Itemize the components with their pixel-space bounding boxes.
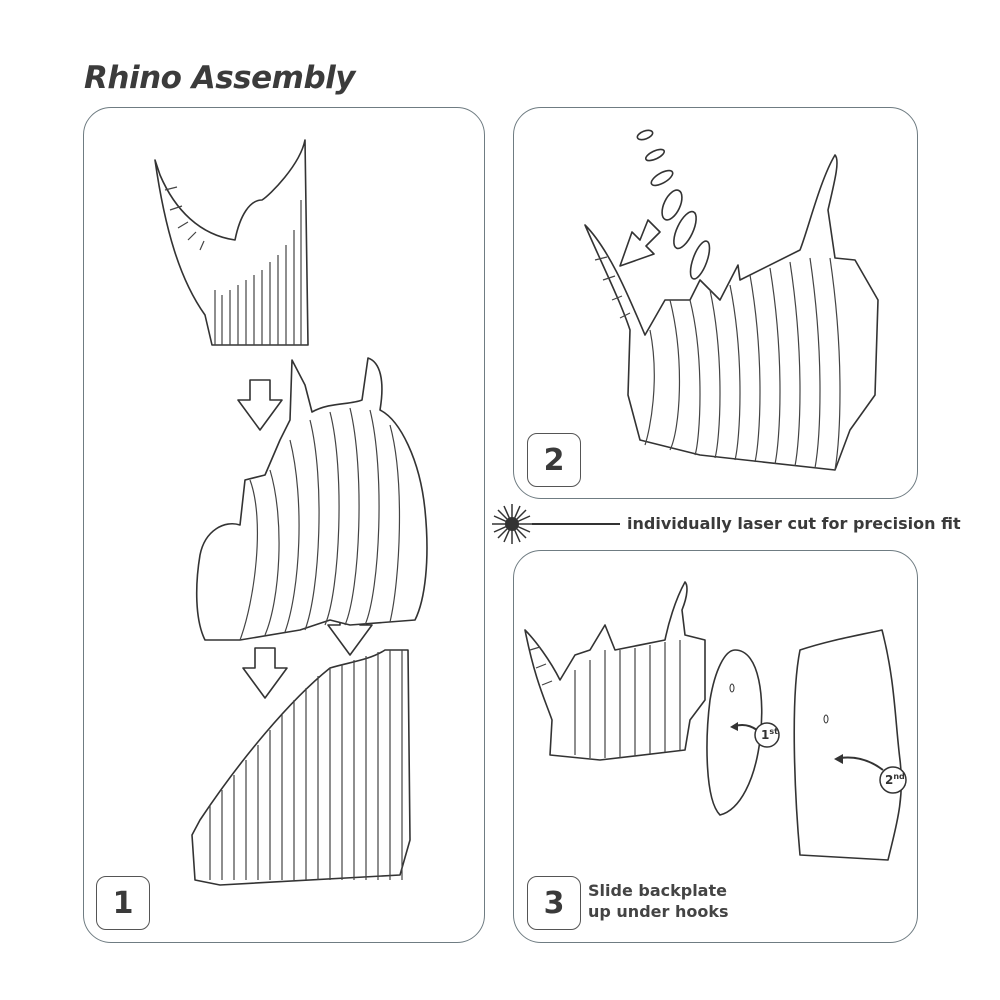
- first-number: 1: [761, 728, 770, 742]
- caption-line-2: up under hooks: [588, 902, 729, 921]
- step-1-badge: 1: [96, 876, 150, 930]
- backplate-first: [706, 649, 780, 816]
- laser-note: individually laser cut for precision fit: [627, 514, 961, 533]
- step-3-caption: Slide backplate up under hooks: [588, 880, 729, 922]
- second-label: 2nd: [885, 772, 905, 787]
- diagonal-arrow-icon: [619, 219, 661, 267]
- page-title: Rhino Assembly: [84, 60, 355, 96]
- down-arrow-icon: [237, 379, 283, 431]
- lower-jaw-piece: [191, 649, 411, 886]
- rhino-head-body: [195, 357, 428, 641]
- first-suffix: st: [769, 727, 778, 736]
- step-3-badge: 3: [527, 876, 581, 930]
- laser-starburst-icon: [492, 504, 620, 544]
- backplate-second: [793, 629, 907, 861]
- caption-line-1: Slide backplate: [588, 881, 727, 900]
- rhino-head-assembled: [584, 154, 879, 471]
- horn-piece: [154, 139, 309, 346]
- first-label: 1st: [761, 727, 778, 742]
- down-arrow-icon: [242, 647, 288, 699]
- horn-slices: [636, 129, 711, 280]
- second-suffix: nd: [893, 772, 905, 781]
- rhino-head-small: [524, 581, 706, 761]
- step-2-badge: 2: [527, 433, 581, 487]
- second-number: 2: [885, 773, 894, 787]
